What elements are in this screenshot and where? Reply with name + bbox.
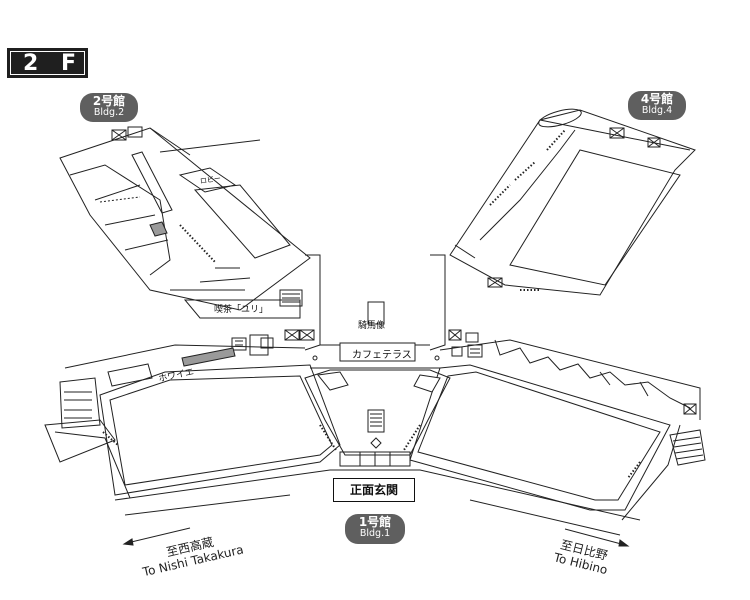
bldg2-wing xyxy=(59,126,311,311)
floor-badge: 2 F xyxy=(7,48,88,78)
floor-number: 2 xyxy=(23,51,39,76)
bldg4-wing xyxy=(449,108,696,296)
statue-label: 騎馬像 xyxy=(358,321,386,331)
central-corridors xyxy=(183,254,483,369)
cafeteria-label: カフェテラス xyxy=(352,350,412,361)
bldg1-badge: 1号館 Bldg.1 xyxy=(345,514,405,544)
bldg4-en-label: Bldg.4 xyxy=(641,104,673,116)
direction-arrows xyxy=(122,527,630,547)
bldg4-badge: 4号館 Bldg.4 xyxy=(628,91,686,120)
bldg4-jp-label: 4号館 xyxy=(640,92,674,106)
bldg2-jp-label: 2号館 xyxy=(92,94,126,108)
floor-letter: F xyxy=(61,51,77,76)
main-entrance-label: 正面玄関 xyxy=(333,478,415,502)
bldg2-en-label: Bldg.2 xyxy=(93,106,125,118)
bldg1-en-label: Bldg.1 xyxy=(359,527,391,539)
bldg1-jp-label: 1号館 xyxy=(358,515,392,529)
cafe-yuri-label: 喫茶「ユリ」 xyxy=(214,305,269,315)
bldg1-building xyxy=(44,339,706,536)
bldg2-badge: 2号館 Bldg.2 xyxy=(80,93,138,122)
